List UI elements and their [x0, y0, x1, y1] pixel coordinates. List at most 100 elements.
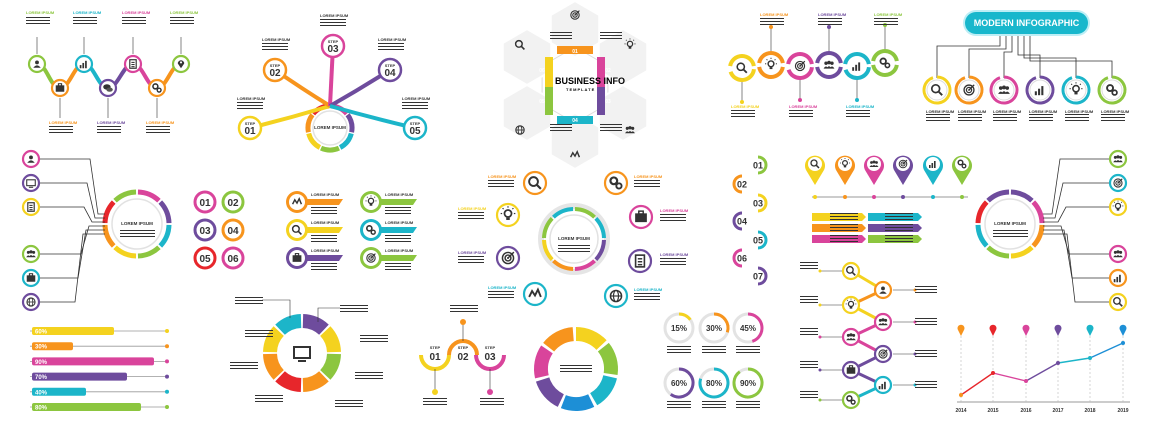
text-block: [1101, 114, 1125, 123]
progress-label: 40%: [35, 390, 48, 396]
icon-disc: [1065, 79, 1087, 101]
lorem-ipsum-label: LOREM IPSUM: [311, 248, 340, 253]
right-circle-ring: [975, 224, 989, 248]
lorem-ipsum-label: LOREM IPSUM: [634, 287, 663, 292]
text-block: [800, 328, 818, 337]
chart-pin: [1086, 324, 1094, 336]
step-word: STEP: [385, 63, 396, 68]
wave-arc: [815, 51, 843, 64]
cycle-segment: [535, 376, 565, 407]
lorem-ipsum-label: LOREM IPSUM: [311, 192, 340, 197]
text-block: [736, 401, 760, 410]
text-block: [600, 124, 622, 133]
chart-line: [1025, 362, 1059, 382]
text-block: [736, 346, 760, 355]
left-circle-ring: [102, 200, 116, 224]
tree-connector: [1003, 34, 1013, 78]
lorem-ipsum-label: LOREM IPSUM: [874, 12, 903, 17]
text-block: [789, 110, 813, 119]
leader-dot: [855, 98, 859, 102]
text-block: [245, 330, 273, 339]
lorem-ipsum-label: LOREM IPSUM: [385, 192, 414, 197]
icon-ring: [1108, 292, 1128, 312]
icon-arc: [1097, 75, 1127, 105]
wave-arc: [757, 51, 785, 64]
side-connector: [40, 206, 105, 223]
chart-line: [1089, 342, 1124, 359]
center-disc: [312, 110, 348, 146]
hex-color-band: [557, 116, 593, 124]
step-number: 02: [269, 68, 281, 79]
percent-label: 45%: [740, 324, 756, 333]
lorem-ipsum-label: LOREM IPSUM: [1029, 109, 1058, 114]
step-arc: [419, 354, 451, 371]
text-block: [320, 19, 346, 28]
text-block: [1029, 114, 1053, 123]
text-block: [702, 346, 726, 355]
percent-ring-arc: [698, 367, 730, 399]
text-block: [488, 291, 514, 300]
icon-disc: [993, 79, 1015, 101]
text-block: [1065, 114, 1089, 123]
lorem-ipsum-label: LOREM IPSUM: [146, 120, 175, 125]
text-block: [360, 335, 388, 344]
lorem-ipsum-label: LOREM IPSUM: [634, 174, 663, 179]
progress-label: 90%: [35, 360, 48, 366]
team-icon: [823, 60, 835, 69]
tab-circle-inner: [363, 194, 379, 210]
number-pill: [193, 246, 217, 270]
side-connector: [1043, 233, 1109, 303]
text-block: [885, 235, 913, 244]
lorem-ipsum-label: LOREM IPSUM: [731, 104, 760, 109]
text-block: [255, 395, 283, 404]
tab-ribbon: [305, 227, 343, 233]
lorem-ipsum-label: LOREM IPSUM: [170, 10, 199, 15]
chart-year-label: 2019: [1117, 408, 1128, 414]
leader-dot: [818, 368, 822, 372]
lorem-ipsum-label: LOREM IPSUM: [958, 109, 987, 114]
icon-arc: [1061, 75, 1091, 105]
lorem-ipsum-label: LOREM IPSUM: [993, 109, 1022, 114]
lorem-ipsum-label: LOREM IPSUM: [97, 120, 126, 125]
side-connector: [1043, 158, 1109, 215]
hex-number: 05: [539, 99, 545, 105]
text-block: [340, 305, 368, 314]
outer-hexagon: [501, 27, 553, 87]
wave-arc: [786, 52, 814, 65]
zigzag-number: 02: [737, 180, 747, 190]
icon-arc: [922, 75, 952, 105]
number-pill: [221, 246, 245, 270]
lorem-ipsum-label: LOREM IPSUM: [378, 37, 407, 42]
lorem-ipsum-label: LOREM IPSUM: [262, 37, 291, 42]
text-block: [120, 230, 155, 239]
leader-dot: [818, 303, 822, 307]
percent-label: 80%: [706, 379, 722, 388]
icon-ring: [522, 170, 548, 196]
step-number: 03: [484, 352, 496, 363]
step-number: 01: [429, 352, 441, 363]
leader-dot: [818, 269, 822, 273]
text-block: [702, 401, 726, 410]
pin-base-dot: [901, 195, 905, 199]
right-circle-ring: [1010, 245, 1034, 259]
text-block: [915, 318, 937, 327]
pin-face: [808, 157, 822, 171]
progress-bar: [32, 403, 141, 411]
target-icon: [794, 60, 806, 72]
pill-number: 06: [227, 254, 239, 265]
step-word: STEP: [245, 121, 256, 126]
lightbulb-icon: [764, 57, 778, 70]
lorem-ipsum-label: LOREM IPSUM: [488, 174, 517, 179]
lorem-ipsum-label: LOREM IPSUM: [385, 220, 414, 225]
center-circle-ring: [594, 239, 606, 261]
side-connector: [1043, 229, 1109, 279]
text-block: [450, 305, 478, 314]
step-word: STEP: [270, 63, 281, 68]
zigzag-arc: [732, 174, 743, 194]
right-circle-ring: [986, 245, 1010, 259]
percent-ring-arc: [669, 367, 695, 399]
text-block: [385, 207, 411, 216]
tab-ribbon: [379, 227, 417, 233]
step-dot: [460, 319, 466, 325]
